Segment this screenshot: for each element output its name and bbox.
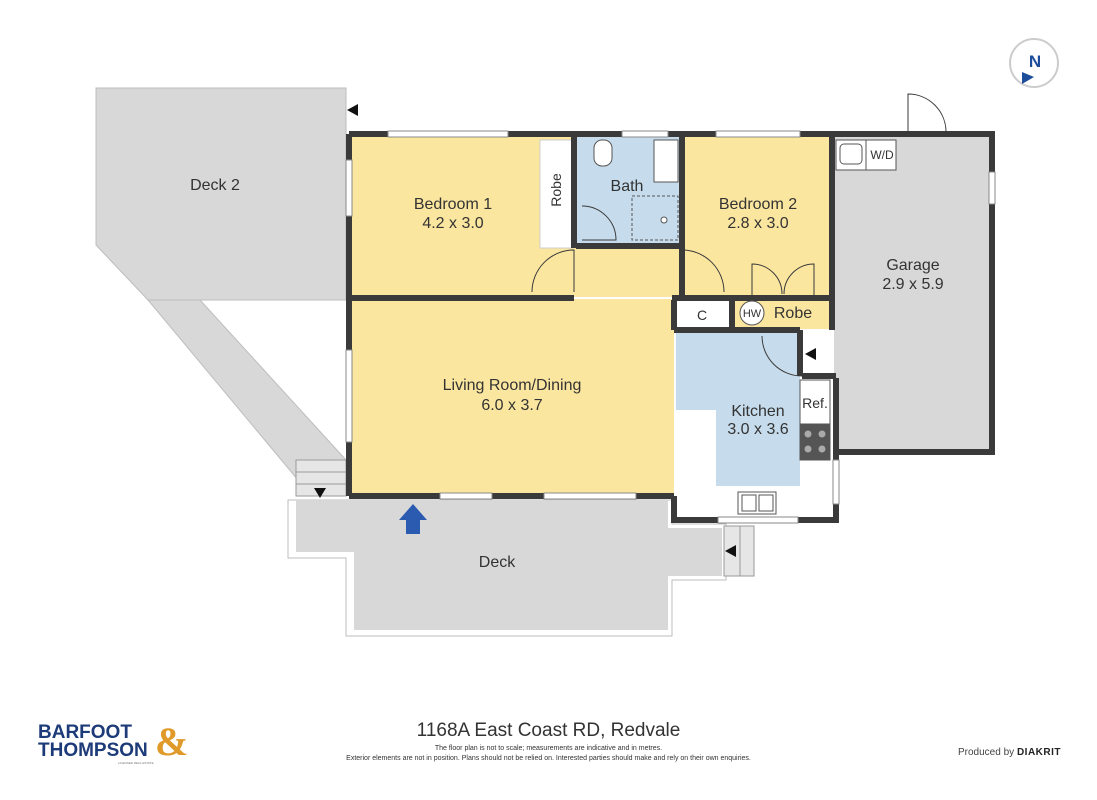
disclaimer-line2: Exterior elements are not in position. P… (346, 755, 751, 762)
garage-dim: 2.9 x 5.9 (882, 276, 943, 293)
compass-pointer-icon (1022, 72, 1034, 84)
deck2-label: Deck 2 (190, 177, 240, 194)
living-dim: 6.0 x 3.7 (481, 397, 542, 414)
marker-icon (314, 488, 326, 498)
cupboard-label: C (697, 307, 707, 323)
kitchen-label: Kitchen (731, 403, 784, 420)
marker-icon (347, 104, 358, 116)
garage-walls (834, 131, 995, 455)
produced-by-label: Produced by (958, 747, 1015, 758)
garage-area (834, 136, 990, 452)
kitchen-fixtures (737, 379, 831, 515)
robe1-label: Robe (548, 173, 564, 207)
bath-fixtures (593, 139, 679, 241)
doors (384, 93, 947, 497)
bedroom2-area (684, 137, 832, 297)
property-address: 1168A East Coast RD, Redvale (416, 720, 681, 741)
hot-water-cylinder (739, 300, 765, 326)
deck2-area (95, 87, 347, 301)
disclaimer-line1: The floor plan is not to scale; measurem… (434, 745, 663, 752)
bedroom2-label: Bedroom 2 (719, 196, 797, 213)
fridge-label: Ref. (802, 395, 828, 411)
robe2-label: Robe (774, 305, 812, 322)
producer-name: DIAKRIT (1016, 747, 1061, 758)
kitchen-area (676, 330, 800, 486)
marker-icon (725, 545, 736, 557)
hw-label: HW (743, 308, 762, 320)
bedroom1-area (350, 137, 574, 297)
marker-icon (805, 348, 816, 360)
laundry-fixtures (835, 139, 897, 171)
bedroom1-dim: 4.2 x 3.0 (422, 215, 483, 232)
agency-logo: BARFOOT THOMPSON & LICENSED REAL ESTATE (38, 719, 198, 766)
logo-tagline: LICENSED REAL ESTATE (118, 761, 154, 765)
living-label: Living Room/Dining (443, 377, 582, 394)
windows (345, 130, 996, 524)
logo-line2: THOMPSON (38, 740, 148, 761)
bedroom2-dim: 2.8 x 3.0 (727, 215, 788, 232)
produced-by: Produced by DIAKRIT (958, 747, 1061, 758)
hallway-area (574, 245, 682, 297)
direction-markers (314, 104, 816, 557)
kitchen-dim: 3.0 x 3.6 (727, 421, 788, 438)
entry-arrow-icon (399, 504, 427, 534)
cupboard-area (674, 299, 730, 329)
living-area (350, 299, 674, 493)
bath-label: Bath (611, 178, 644, 195)
deck-floor (296, 500, 722, 630)
robe1-area (539, 139, 573, 249)
wd-label: W/D (870, 148, 894, 162)
disclaimer: The floor plan is not to scale; measurem… (0, 744, 1097, 764)
logo-ampersand: & (155, 719, 189, 764)
garage-label: Garage (886, 257, 939, 274)
compass-label: N (1029, 52, 1041, 71)
bedroom1-label: Bedroom 1 (414, 196, 492, 213)
kitchen-bench (676, 410, 716, 518)
deck2-ramp (146, 299, 347, 481)
deck-label: Deck (479, 554, 516, 571)
logo-line1: BARFOOT (38, 722, 132, 743)
